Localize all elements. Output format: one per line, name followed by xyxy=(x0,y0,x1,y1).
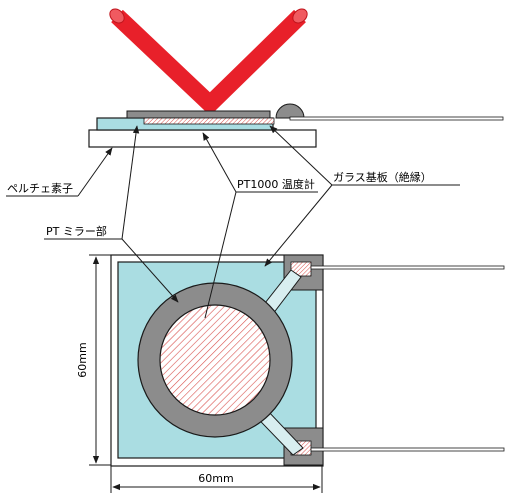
mirror-leader xyxy=(44,125,179,303)
dimension-horizontal xyxy=(110,466,323,493)
pt1000-leader xyxy=(202,132,318,319)
laser-beam xyxy=(109,8,308,116)
peltier-element-side xyxy=(88,129,317,148)
connector-side xyxy=(275,103,305,119)
top-view xyxy=(110,254,505,467)
label-peltier: ペルチェ素子 xyxy=(7,182,73,195)
top-plate-side xyxy=(126,110,271,119)
label-glass: ガラス基板（絶縁） xyxy=(333,170,432,184)
label-mirror: PT ミラー部 xyxy=(46,224,107,238)
dimension-height-label: 60mm xyxy=(76,342,89,377)
side-view xyxy=(88,103,504,148)
peltier-leader xyxy=(6,147,113,197)
wire-top xyxy=(310,265,505,270)
dimension-width-label: 60mm xyxy=(198,472,233,485)
dimension-vertical xyxy=(89,254,111,466)
pt1000-sensor-side xyxy=(143,117,275,125)
label-pt1000: PT1000 温度計 xyxy=(237,177,315,191)
wire-bottom xyxy=(310,447,505,452)
wire-side xyxy=(289,116,504,121)
pt-mirror xyxy=(159,304,271,416)
glass-leader xyxy=(264,125,460,267)
